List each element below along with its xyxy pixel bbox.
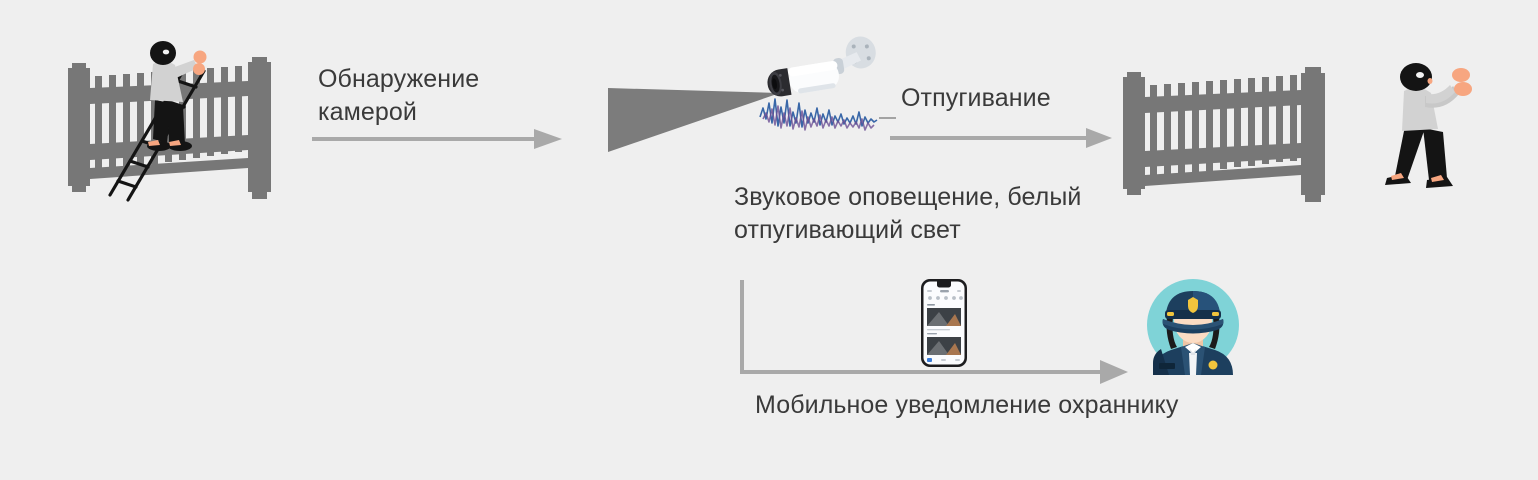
arrow-right-detection <box>312 128 562 150</box>
label-mobile-notification: Мобильное уведомление охраннику <box>755 391 1179 419</box>
detection-cone-shape <box>608 80 788 160</box>
label-sound-light-alert: Звуковое оповещение, белый отпугивающий … <box>734 183 1082 244</box>
smartphone-icon <box>918 278 976 370</box>
cctv-bullet-camera-icon <box>767 36 876 97</box>
label-detection: Обнаружение камерой <box>318 65 480 126</box>
camera-svg <box>759 36 896 131</box>
fence-right-illustration <box>1115 55 1350 215</box>
intruder-figure <box>147 41 207 151</box>
left-scene-svg <box>68 41 271 202</box>
cctv-camera-group <box>600 36 900 155</box>
security-guard-avatar-icon <box>1143 277 1243 375</box>
fence-intruder-ladder-illustration <box>60 40 310 215</box>
arrow-right-deterrence <box>890 127 1112 149</box>
arrow-elbow-notification <box>736 276 1136 386</box>
audio-waveform-icon <box>759 98 896 131</box>
fence-fleeing-intruder-illustration <box>1383 58 1483 208</box>
label-deterrence: Отпугивание <box>901 84 1051 112</box>
